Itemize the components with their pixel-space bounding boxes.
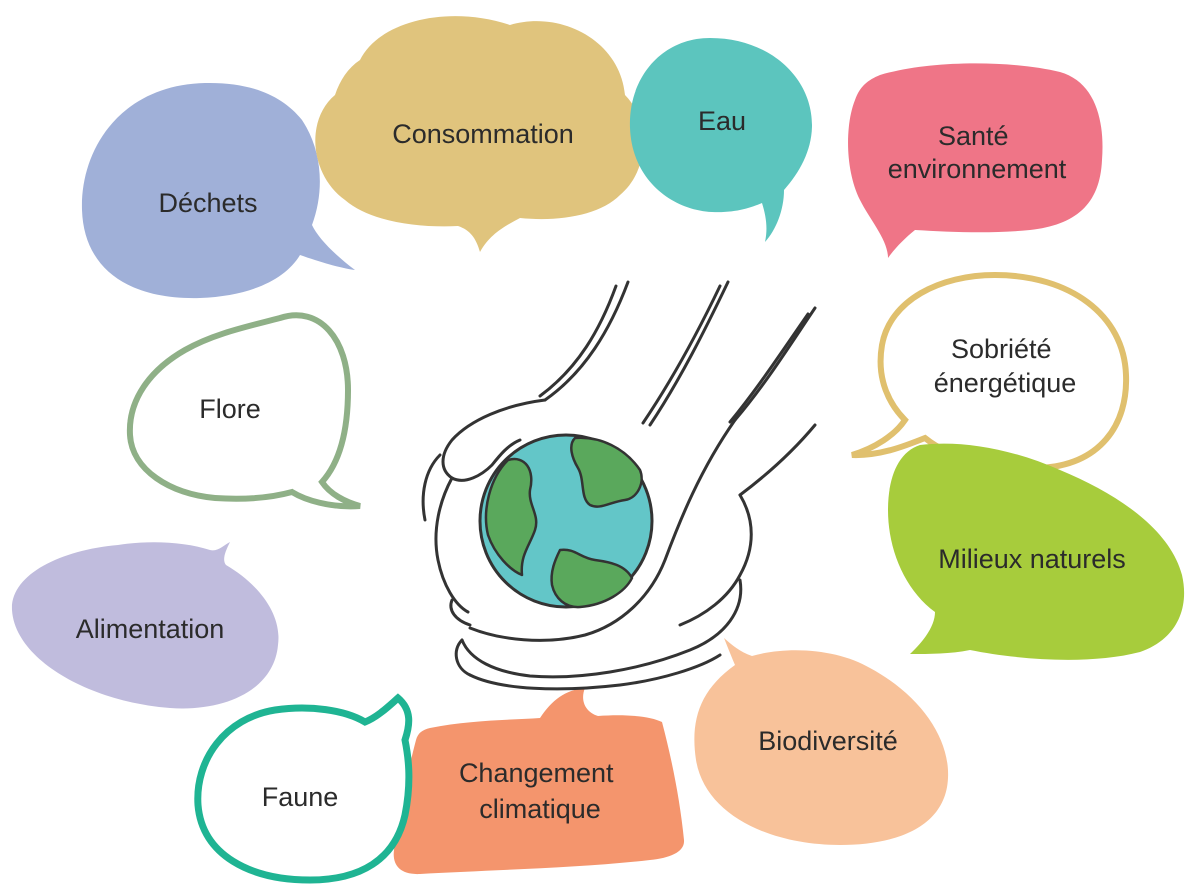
bubble-sobriete: Sobriété énergétique <box>851 271 1130 472</box>
bubble-changement-shape <box>393 688 685 875</box>
bubble-sobriete-line-2: énergétique <box>934 368 1077 398</box>
earth-land-bottom <box>550 548 634 609</box>
bubble-sante-shape <box>848 63 1103 258</box>
bubble-changement-line-2: climatique <box>479 794 601 824</box>
bubble-sante-line-2: environnement <box>888 154 1067 184</box>
bubble-sobriete-line-1: Sobriété <box>951 334 1052 364</box>
arm-far-right-line-1 <box>733 306 817 422</box>
earth-land-top-right <box>570 436 643 508</box>
bubble-milieux-shape <box>888 443 1185 660</box>
front-hand-palm <box>468 418 737 642</box>
bubble-sobriete-shape <box>851 271 1130 472</box>
bubble-alimentation: Alimentation <box>11 542 279 709</box>
bubble-changement-line-1: Changement <box>459 758 614 788</box>
bubble-alimentation-label: Alimentation <box>76 614 225 644</box>
bubble-biodiversite-label: Biodiversité <box>758 726 898 756</box>
bubble-changement: Changement climatique <box>393 688 685 875</box>
arm-left-line-2 <box>538 284 618 398</box>
bubble-sante-line-1: Santé <box>938 121 1009 151</box>
bubble-eau-shape <box>629 38 812 242</box>
bubble-milieux: Milieux naturels <box>888 443 1185 660</box>
bubble-consommation-line-1: Consommation <box>392 119 574 149</box>
hands-holding-earth-icon <box>421 280 817 691</box>
back-hand-thumb <box>421 453 442 522</box>
bubble-sante: Santé environnement <box>848 63 1103 258</box>
bubble-dechets-line-1: Déchets <box>158 188 257 218</box>
bubble-faune-label: Faune <box>262 782 339 812</box>
bubble-sante-label: Santé environnement <box>888 121 1067 184</box>
front-hand-fingers-2 <box>449 598 472 627</box>
front-hand-fingers-4 <box>468 653 722 691</box>
bubble-alimentation-shape <box>11 542 279 709</box>
bubble-faune-shape <box>194 693 413 884</box>
bubble-consommation-shape <box>315 16 644 253</box>
front-hand-fingers-1 <box>460 578 743 679</box>
bubble-dechets: Déchets <box>81 82 355 299</box>
wrist-right-line <box>738 423 817 497</box>
bubble-flore: Flore <box>126 312 361 510</box>
bubble-alimentation-line-1: Alimentation <box>76 614 225 644</box>
bubble-changement-label: Changement climatique <box>459 758 621 824</box>
arm-left-line-1 <box>543 280 630 402</box>
front-hand-thumb <box>678 493 753 627</box>
arm-far-right-line-2 <box>728 312 810 424</box>
back-hand-outline <box>441 398 547 482</box>
arm-right-line-2 <box>641 284 722 425</box>
front-hand-fingers-3 <box>454 638 472 677</box>
bubble-dechets-shape <box>81 82 355 299</box>
bubble-consommation-label: Consommation <box>392 119 574 149</box>
bubble-sobriete-label: Sobriété énergétique <box>934 334 1077 398</box>
bubble-faune-line-1: Faune <box>262 782 339 812</box>
bubble-flore-shape <box>126 312 361 510</box>
earth-land-left <box>484 457 538 577</box>
back-hand-fingers <box>434 476 470 614</box>
arm-right-line-1 <box>648 280 730 427</box>
bubble-eau: Eau <box>629 38 812 242</box>
bubble-dechets-label: Déchets <box>158 188 257 218</box>
bubble-eau-label: Eau <box>698 106 746 136</box>
bubble-flore-label: Flore <box>199 394 261 424</box>
bubble-biodiversite: Biodiversité <box>694 638 949 845</box>
bubble-milieux-label: Milieux naturels <box>938 544 1126 574</box>
bubble-biodiversite-line-1: Biodiversité <box>758 726 898 756</box>
bubble-flore-line-1: Flore <box>199 394 261 424</box>
bubble-biodiversite-shape <box>694 638 949 845</box>
bubble-eau-line-1: Eau <box>698 106 746 136</box>
bubble-milieux-line-1: Milieux naturels <box>938 544 1126 574</box>
bubble-consommation: Consommation <box>315 16 644 253</box>
bubble-faune: Faune <box>194 693 413 884</box>
